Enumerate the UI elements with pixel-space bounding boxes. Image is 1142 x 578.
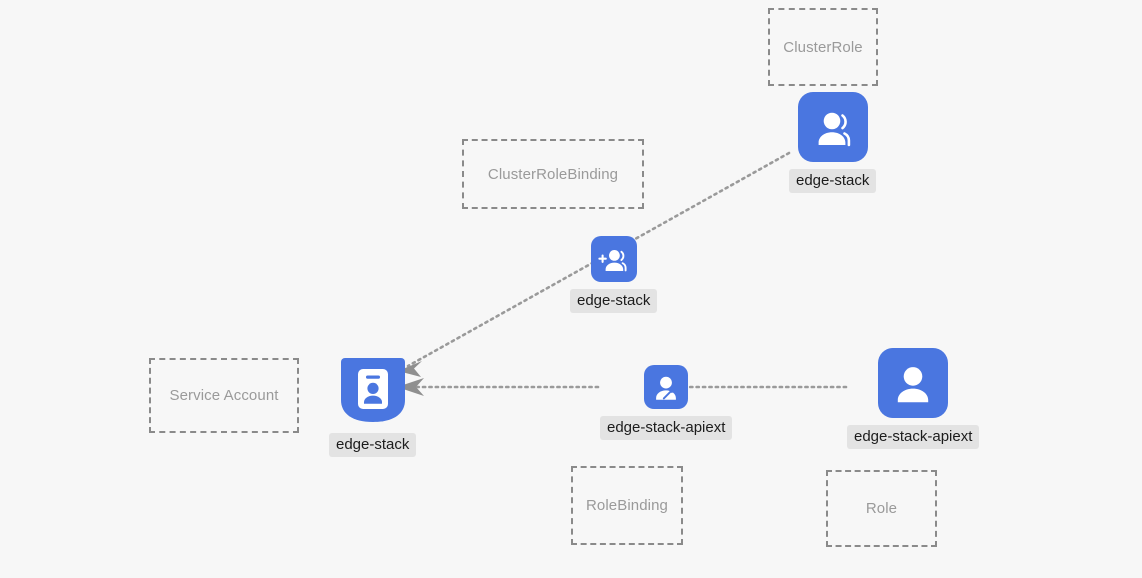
node-serviceaccount[interactable]: edge-stack: [329, 356, 417, 458]
cluster-role-icon[interactable]: [797, 92, 868, 162]
edge-rolebinding-to-serviceaccount: [397, 378, 600, 396]
node-label: edge-stack: [789, 169, 877, 194]
node-rolebinding[interactable]: edge-stack-apiext: [600, 365, 733, 441]
node-clusterrole[interactable]: edge-stack: [789, 92, 877, 194]
node-label: edge-stack-apiext: [600, 416, 733, 441]
node-clusterrolebinding[interactable]: edge-stack: [570, 236, 658, 314]
node-label: edge-stack: [329, 433, 417, 458]
node-role[interactable]: edge-stack-apiext: [847, 348, 980, 450]
type-box-label: Role: [865, 500, 898, 517]
role-binding-icon[interactable]: [644, 365, 689, 409]
node-label: edge-stack: [570, 289, 658, 314]
type-box-label: RoleBinding: [586, 497, 668, 514]
type-box-serviceaccount: Service Account: [149, 358, 299, 433]
cluster-role-binding-icon[interactable]: [590, 236, 637, 282]
type-box-rolebinding: RoleBinding: [571, 466, 683, 545]
type-box-label: ClusterRole: [783, 38, 863, 56]
role-icon[interactable]: [878, 348, 949, 418]
type-box-label: Service Account: [169, 387, 279, 404]
type-box-clusterrole: ClusterRole: [768, 8, 878, 86]
type-box-label: ClusterRoleBinding: [487, 165, 619, 183]
node-label: edge-stack-apiext: [847, 425, 980, 450]
type-box-role: Role: [826, 470, 937, 547]
service-account-icon[interactable]: [339, 356, 407, 426]
type-box-clusterrolebinding: ClusterRoleBinding: [462, 139, 644, 209]
